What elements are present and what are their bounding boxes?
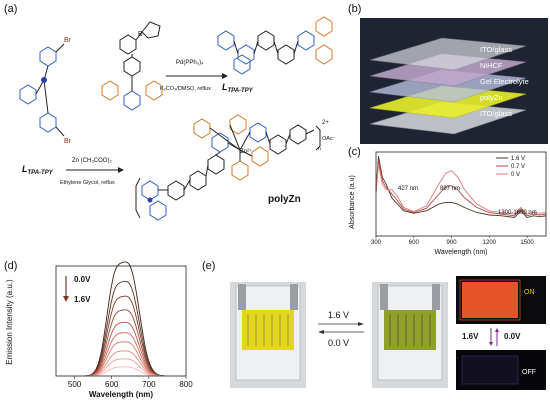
series-line-1 [375,160,547,217]
nitrogen-atom [41,77,47,83]
emission-curve-3 [56,309,186,377]
x-tick-label-c-0: 300 [371,240,382,246]
device-photo-bleached [372,282,448,388]
plot-frame-d [55,265,187,377]
emission-curve-8 [56,358,186,377]
x-tick-label-c-1: 600 [409,240,420,246]
polyzn-structure [135,114,321,221]
boronate-terpyridine [101,21,163,111]
x-tick-label-c-3: 1200 [483,240,497,246]
panel-label-c: (c) [348,146,361,158]
emission-curve-9 [56,366,186,377]
series-line-2 [375,163,547,215]
ligand-product [217,16,333,75]
panel-b: (b) ITO/glass NiHCF Gel Electrolyte poly… [346,0,550,146]
panel-e: (e) 1.6 V 0.0 V [200,256,550,401]
emission-voltage-left: 1.6V [462,332,479,341]
annotation-427: 427 nm [398,186,418,192]
annotation-897: 897 nm [440,186,460,192]
emission-curve-4 [56,321,186,377]
panel-label-d: (d) [4,260,18,272]
panel-label-b: (b) [348,3,362,15]
layer-label-2: Gel Electrolyte [480,77,529,86]
zinc-label: Zn²⁺ [240,148,252,155]
device-photos: 1.6 V 0.0 V ON 1.6V 0.0V [230,276,546,390]
panel-a: (a) Br Br B Pd(PPh₃)₄ K₂CO₃ [0,0,345,230]
nitrogen-atom-polymer [147,197,153,203]
plot-frame-c [375,151,547,237]
device-layers: ITO/glass NiHCF Gel Electrolyte polyZn I… [360,18,548,144]
y-axis-label-d: Emission Intensity (a.u.) [5,279,14,365]
ligand-name: LTPA-TPY [222,82,254,94]
film-yellow [242,310,294,350]
backward-voltage: 0.0 V [328,338,349,348]
layer-label-4: ITO/glass [480,109,512,118]
layer-label-3: polyZn [480,93,503,102]
br-label-1: Br [64,37,72,44]
series-line-0 [375,156,547,219]
product-name: polyZn [268,194,301,205]
emission-glow [462,282,518,318]
top-reagent: Pd(PPh₃)₄ [176,60,204,66]
br-label-2: Br [64,138,72,145]
bottom-reagent: Zn (CH₃COO)₂ [72,158,112,164]
legend-label-2: 0 V [511,172,520,178]
panel-label-e: (e) [202,260,216,272]
panel-label-a: (a) [4,3,18,15]
x-tick-label-d-0: 500 [68,380,82,389]
voltage-arrowhead-d [63,296,69,302]
bottom-conditions: Ethylene Glycol, reflux [60,180,115,186]
charge-label: 2+ [322,120,329,126]
emission-curve-5 [56,332,186,377]
emission-curve-7 [56,350,186,377]
x-tick-label-c-4: 1500 [520,240,534,246]
panel-c: (c) 300 600 900 1200 1500 Absorbance (a.u) W… [346,146,550,256]
forward-voltage: 1.6 V [328,310,349,320]
layer-label-1: NiHCF [480,61,503,70]
annotation-16v: 1.6V [74,295,91,304]
absorbance-chart: 300 600 900 1200 1500 Absorbance (a.u) Wavel… [349,151,547,256]
x-axis-label-d: Wavelength (nm) [89,390,153,399]
top-conditions: K₂CO₃/DMSO, reflux [160,86,211,92]
annotation-nir: 1300-1600 nm [498,210,537,216]
panel-d: (d) 500 600 700 800 Emission Intensity (a.u… [0,256,200,401]
layer-ito-top [369,37,527,71]
off-label: OFF [522,369,536,376]
x-tick-label-d-1: 600 [105,380,119,389]
legend-label-0: 1.6 V [511,156,525,162]
x-tick-label-d-2: 700 [142,380,156,389]
x-tick-label-d-3: 800 [179,380,193,389]
emission-curve-2 [56,295,186,377]
on-label: ON [524,289,535,296]
film-green [384,310,436,350]
reactant-name: LTPA-TPY [22,164,54,176]
counter-ion: OAc⁻ [322,136,336,142]
annotation-0v: 0.0V [74,275,91,284]
legend-label-1: 0.7 V [511,164,525,170]
x-tick-label-c-2: 900 [447,240,458,246]
tpa-dibromide [19,43,65,137]
boron-label: B [138,31,143,38]
x-axis-label-c: Wavelength (nm) [434,249,487,256]
emission-chart: 500 600 700 800 Emission Intensity (a.u.) W… [5,261,193,399]
y-axis-label-c: Absorbance (a.u) [349,175,356,229]
device-photo-oncolored [230,282,306,388]
emission-voltage-right: 0.0V [504,332,521,341]
layer-label-0: ITO/glass [480,45,512,54]
reaction-scheme: Br Br B Pd(PPh₃)₄ K₂CO₃/DMSO, reflux [19,16,336,221]
repeat-n: n [318,146,321,152]
